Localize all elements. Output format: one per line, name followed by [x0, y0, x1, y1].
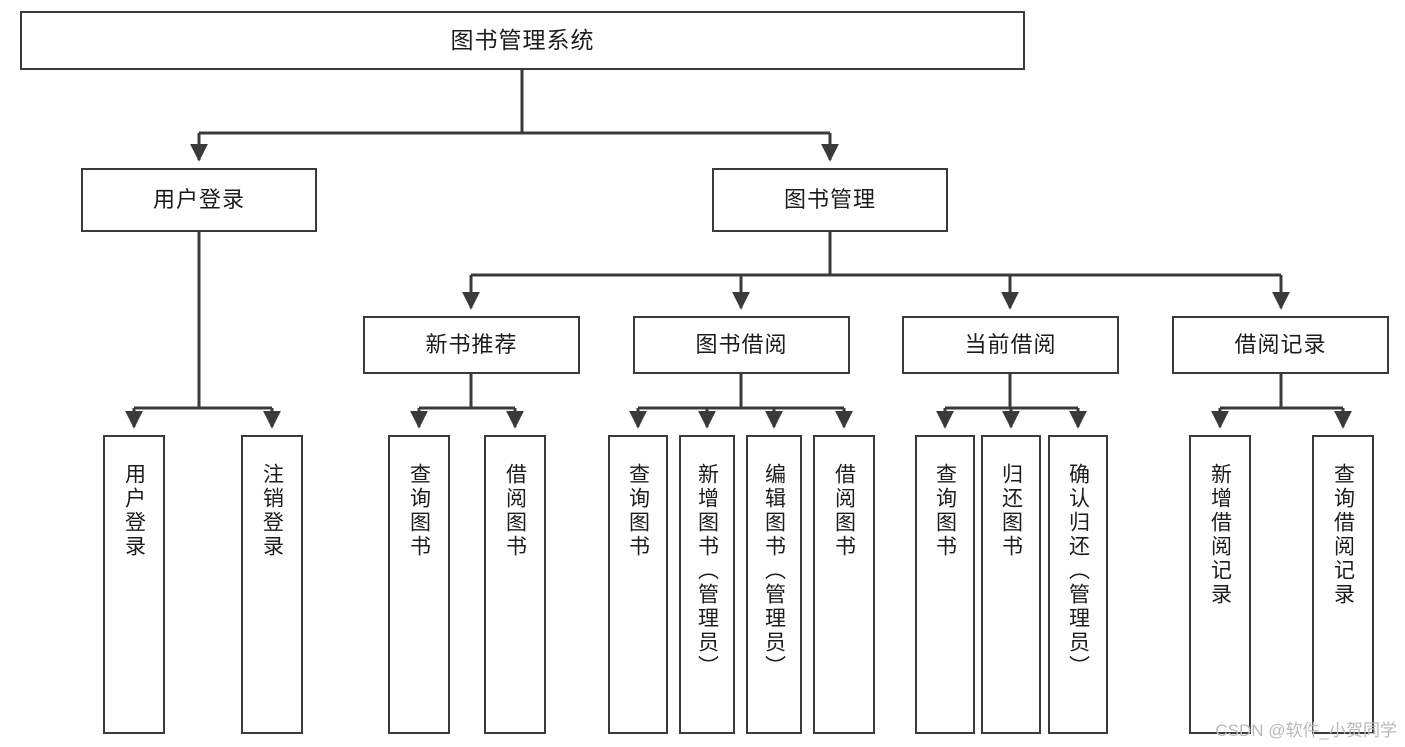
leaf-node-label: 归还图书: [999, 463, 1023, 559]
leaf-node-label: 借阅图书: [832, 463, 856, 559]
leaf-node-label: 确认归还（管理员）: [1066, 463, 1090, 679]
leaf-node-label: 查询图书: [933, 463, 957, 559]
leaf-node[interactable]: 用户登录: [103, 435, 165, 734]
leaf-node-label: 编辑图书（管理员）: [762, 463, 786, 679]
leaf-node[interactable]: 查询借阅记录: [1312, 435, 1374, 734]
leaf-node[interactable]: 注销登录: [241, 435, 303, 734]
leaf-node-label: 查询图书: [407, 463, 431, 559]
leaf-node[interactable]: 查询图书: [388, 435, 450, 734]
leaf-node[interactable]: 归还图书: [981, 435, 1041, 734]
leaf-node-label: 查询图书: [626, 463, 650, 559]
node-new-book-recommend[interactable]: 新书推荐: [363, 316, 580, 374]
leaf-node[interactable]: 借阅图书: [484, 435, 546, 734]
node-book-borrow-label: 图书借阅: [695, 332, 788, 358]
leaf-node-label: 查询借阅记录: [1331, 463, 1355, 607]
node-user-login-label: 用户登录: [152, 187, 245, 213]
leaf-node-label: 新增借阅记录: [1208, 463, 1232, 607]
node-book-borrow[interactable]: 图书借阅: [633, 316, 850, 374]
leaf-node-label: 借阅图书: [503, 463, 527, 559]
node-book-management[interactable]: 图书管理: [712, 168, 948, 232]
leaf-node-label: 注销登录: [260, 463, 284, 559]
node-new-book-recommend-label: 新书推荐: [425, 332, 518, 358]
node-root-label: 图书管理系统: [450, 27, 595, 54]
leaf-node[interactable]: 确认归还（管理员）: [1048, 435, 1108, 734]
watermark: CSDN @软件_小贺同学: [1215, 721, 1397, 740]
node-borrow-record[interactable]: 借阅记录: [1172, 316, 1389, 374]
leaf-node[interactable]: 借阅图书: [813, 435, 875, 734]
leaf-node[interactable]: 查询图书: [915, 435, 975, 734]
leaf-node[interactable]: 查询图书: [608, 435, 668, 734]
node-root[interactable]: 图书管理系统: [20, 11, 1025, 70]
leaf-node[interactable]: 新增借阅记录: [1189, 435, 1251, 734]
leaf-node-label: 新增图书（管理员）: [695, 463, 719, 679]
leaf-node[interactable]: 新增图书（管理员）: [679, 435, 735, 734]
node-borrow-record-label: 借阅记录: [1234, 332, 1327, 358]
node-book-management-label: 图书管理: [783, 187, 876, 213]
leaf-node-label: 用户登录: [122, 463, 146, 559]
node-user-login[interactable]: 用户登录: [81, 168, 317, 232]
leaf-node[interactable]: 编辑图书（管理员）: [746, 435, 802, 734]
node-current-borrow-label: 当前借阅: [964, 332, 1057, 358]
node-current-borrow[interactable]: 当前借阅: [902, 316, 1119, 374]
